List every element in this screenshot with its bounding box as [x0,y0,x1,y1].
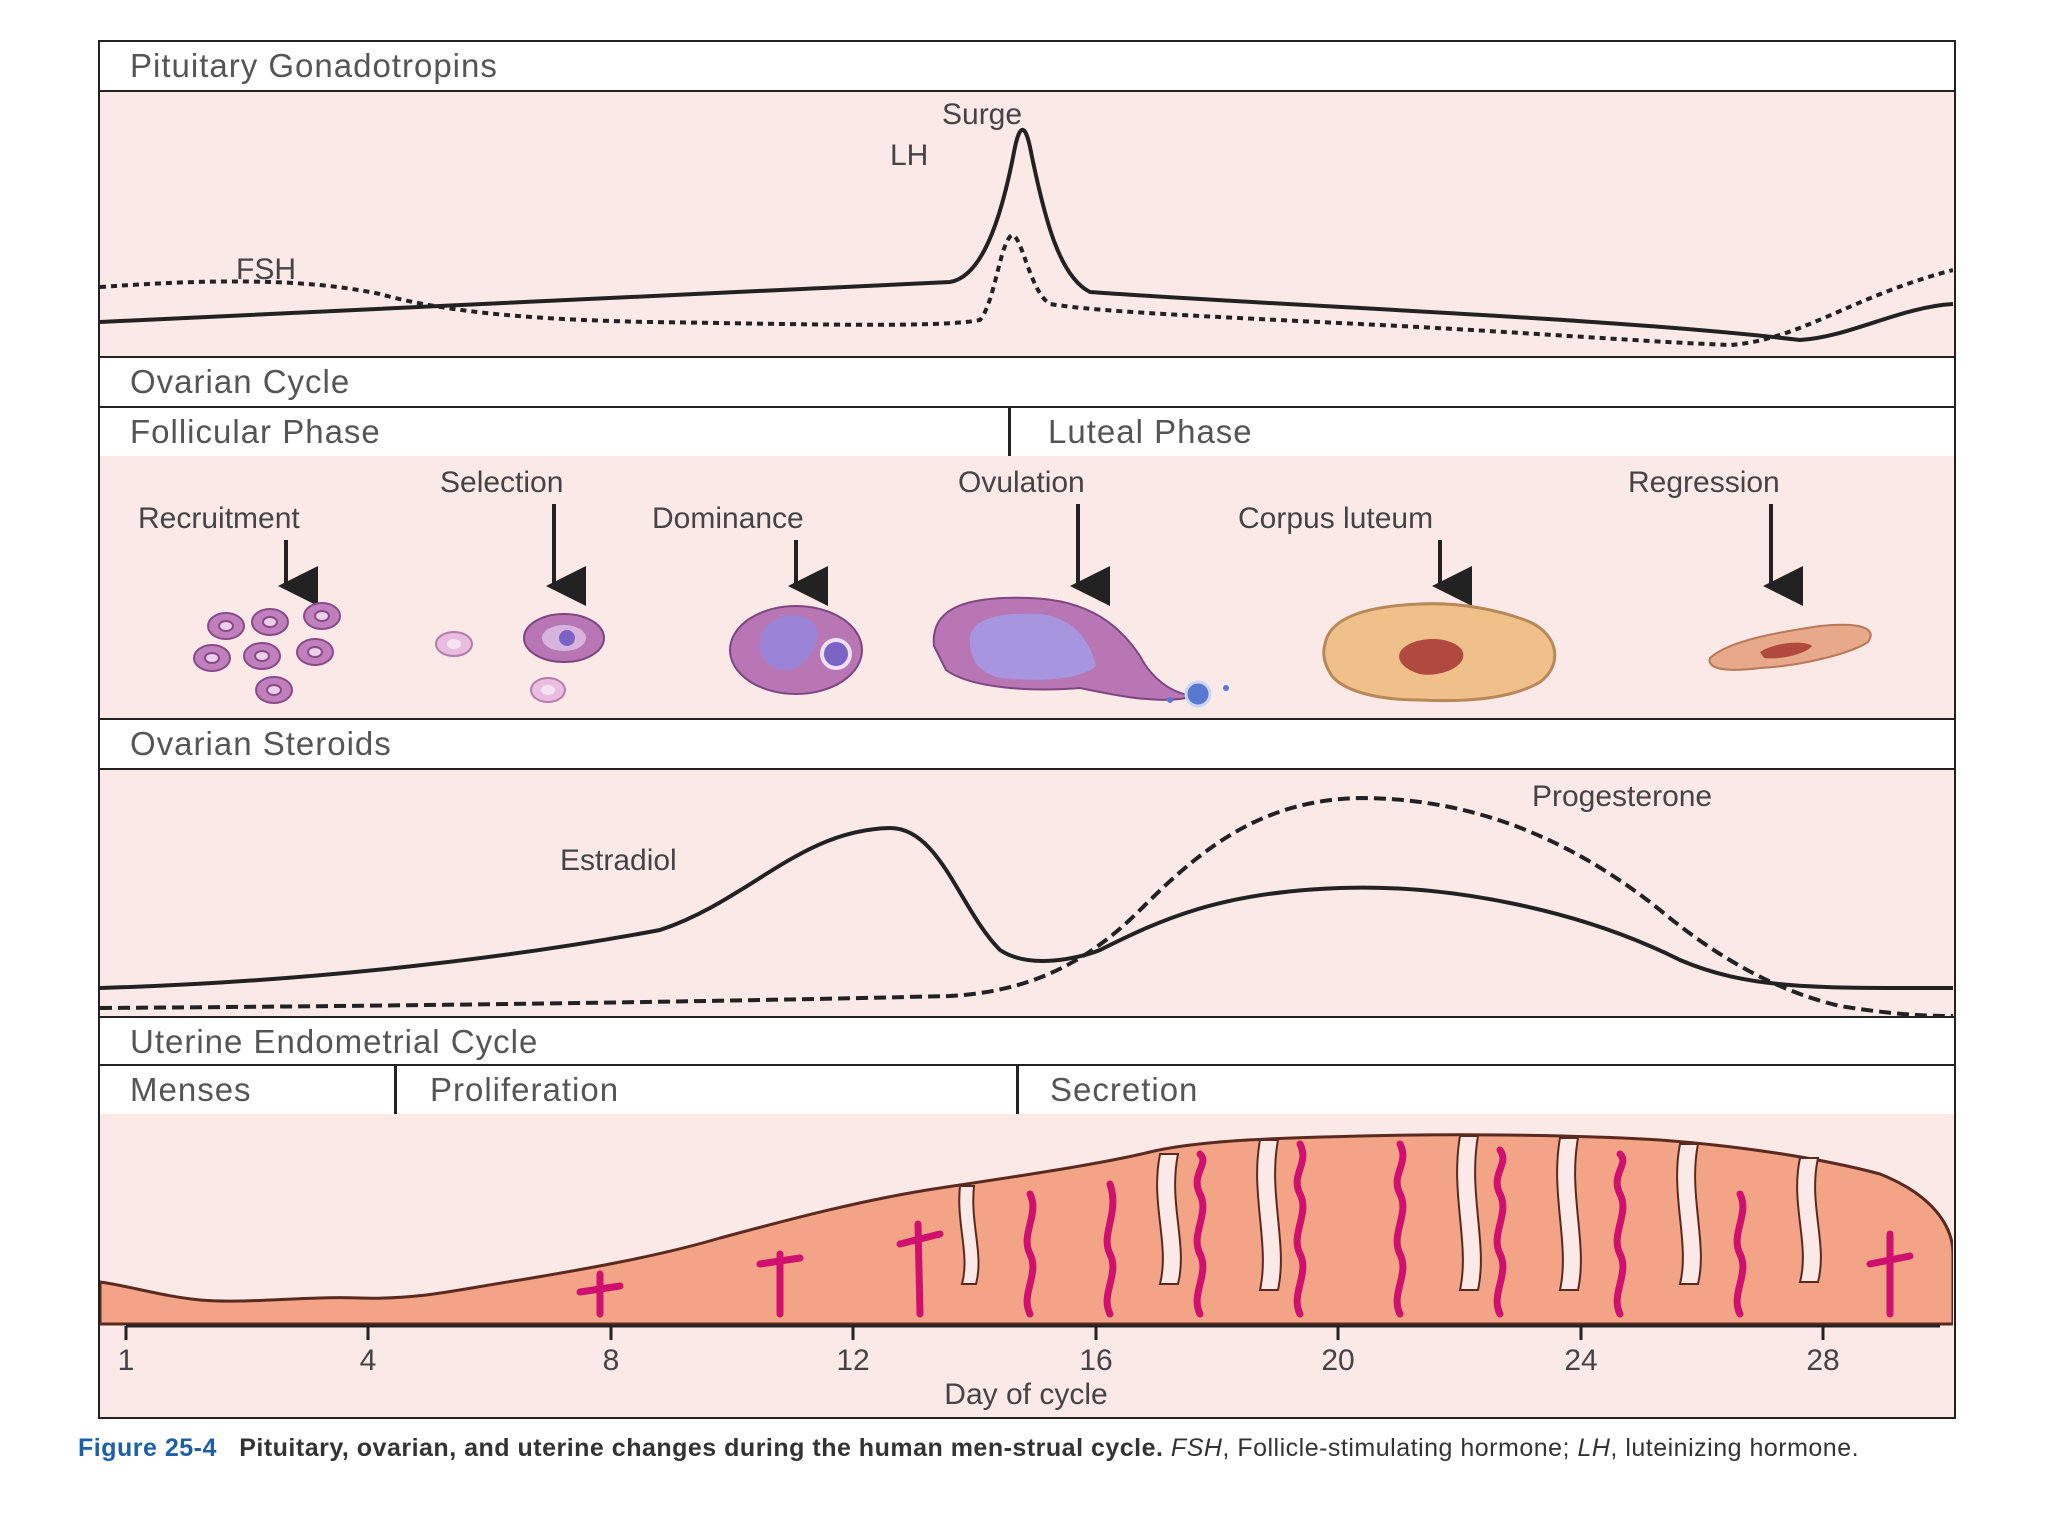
axis-tick-20: 20 [1321,1344,1354,1377]
steroids-panel: Estradiol Progesterone [98,770,1956,1022]
recruitment-follicles [193,602,341,704]
axis-tick-8: 8 [603,1344,620,1377]
surge-label: Surge [942,98,1022,131]
glands [958,1135,1822,1291]
steroids-header: Ovarian Steroids [98,718,1956,770]
caption-text: Pituitary, ovarian, and uterine changes … [239,1434,1164,1462]
regression-label: Regression [1628,466,1780,499]
gonadotropins-plot: Surge LH FSH [99,98,1954,348]
axis-label: Day of cycle [944,1378,1107,1411]
dominant-follicle [729,605,863,695]
follicular-phase-label: Follicular Phase [130,413,381,450]
recruitment-label: Recruitment [138,502,300,535]
axis-tick-1: 1 [118,1344,135,1377]
ovarian-stages-diagram: Selection Ovulation Regression Recruitme… [138,466,1872,708]
caption-lh-def: , luteinizing hormone. [1610,1434,1860,1462]
ovulating-follicle [932,596,1229,708]
uterine-phase-bar: Menses Proliferation Secretion [98,1064,1956,1116]
gonadotropins-panel: Surge LH FSH [98,92,1956,356]
gonadotropins-header: Pituitary Gonadotropins [98,40,1956,92]
menses-divider [394,1066,397,1114]
estradiol-curve [99,825,1954,991]
corpus-luteum-body [1322,602,1557,703]
ovarian-title: Ovarian Cycle [130,363,351,400]
ovulation-label: Ovulation [958,466,1085,499]
ovarian-header: Ovarian Cycle [98,356,1956,408]
steroids-title: Ovarian Steroids [130,725,392,762]
axis-tick-12: 12 [836,1344,869,1377]
proliferation-divider [1016,1066,1019,1114]
gonadotropins-title: Pituitary Gonadotropins [130,47,498,84]
caption-fsh-def: , Follicle-stimulating hormone; [1222,1434,1570,1462]
fsh-curve [99,232,1954,348]
caption-abbr-lh: LH [1577,1434,1611,1462]
menses-label: Menses [130,1071,252,1108]
estradiol-label: Estradiol [560,844,677,877]
endometrium-diagram: 1 4 8 12 16 20 24 28 Day of cycle [98,1133,1955,1411]
phase-divider [1008,408,1011,456]
caption-abbr-fsh: FSH [1170,1434,1223,1462]
figure-number: Figure 25-4 [78,1434,217,1462]
axis-tick-28: 28 [1806,1344,1839,1377]
fsh-label: FSH [236,253,296,286]
ovarian-phase-bar: Follicular Phase Luteal Phase [98,406,1956,458]
progesterone-curve [99,795,1954,1018]
progesterone-label: Progesterone [1532,780,1712,813]
uterine-panel: 1 4 8 12 16 20 24 28 Day of cycle [98,1114,1956,1419]
corpus-luteum-label: Corpus luteum [1238,502,1433,535]
axis-tick-4: 4 [360,1344,377,1377]
steroids-plot: Estradiol Progesterone [99,780,1954,1018]
proliferation-label: Proliferation [430,1071,620,1108]
regressing-body [1708,623,1872,671]
luteal-phase-label: Luteal Phase [1048,413,1253,450]
selection-label: Selection [440,466,563,499]
selection-follicles [435,613,605,703]
figure-caption: Figure 25-4 Pituitary, ovarian, and uter… [78,1434,1978,1462]
vessels [576,1140,1914,1318]
axis-tick-24: 24 [1564,1344,1597,1377]
axis-tick-marks [124,1326,1825,1340]
uterine-header: Uterine Endometrial Cycle [98,1016,1956,1068]
lh-label: LH [890,139,928,172]
axis-tick-16: 16 [1079,1344,1112,1377]
lh-curve [99,127,1954,343]
dominance-label: Dominance [652,502,804,535]
secretion-label: Secretion [1050,1071,1199,1108]
ovarian-stages-panel: Selection Ovulation Regression Recruitme… [98,456,1956,718]
uterine-title: Uterine Endometrial Cycle [130,1023,539,1060]
